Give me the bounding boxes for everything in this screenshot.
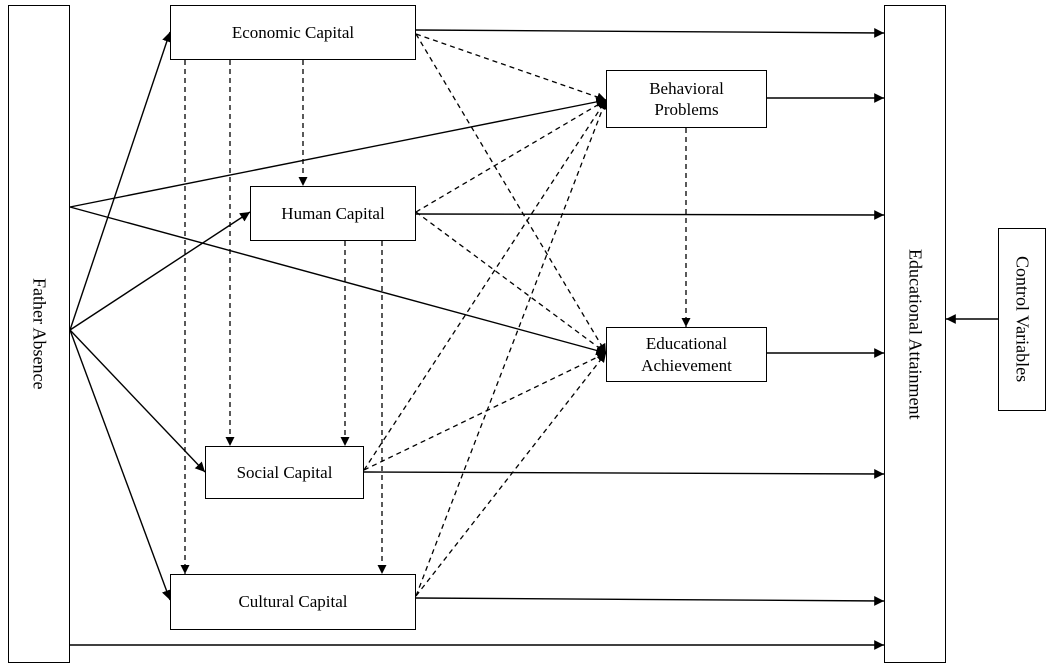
edge-father-economic <box>69 31 172 331</box>
node-control-variables: Control Variables <box>998 228 1046 411</box>
edge-human-achievement <box>415 211 607 354</box>
edge-economic-behavioral <box>415 33 607 102</box>
edge-cultural-achievement <box>415 352 607 597</box>
node-social-capital-label: Social Capital <box>236 462 333 482</box>
node-educational-achievement: Educational Achievement <box>606 327 767 382</box>
node-educational-achievement-line2: Achievement <box>641 355 732 375</box>
node-cultural-capital-label: Cultural Capital <box>238 592 348 612</box>
edge-social-behavioral <box>363 99 607 471</box>
node-social-capital: Social Capital <box>205 446 364 499</box>
edge-father-achievement <box>69 206 607 356</box>
edge-human-attainment <box>415 210 885 220</box>
node-educational-attainment: Educational Attainment <box>884 5 946 663</box>
edge-father-human <box>69 211 251 331</box>
edge-economic-attainment <box>415 28 885 38</box>
node-father-absence-label: Father Absence <box>29 278 50 390</box>
edge-father-cultural <box>69 329 172 601</box>
edge-human-behavioral <box>415 99 607 213</box>
node-economic-capital: Economic Capital <box>170 5 416 60</box>
edge-social-achievement <box>363 352 607 471</box>
edge-economic-achievement <box>415 33 607 354</box>
node-behavioral-problems: Behavioral Problems <box>606 70 767 128</box>
edge-cultural-attainment <box>415 596 885 606</box>
node-father-absence: Father Absence <box>8 5 70 663</box>
edge-cultural-behavioral <box>415 99 607 597</box>
node-economic-capital-label: Economic Capital <box>231 22 355 42</box>
node-educational-achievement-line1: Educational <box>645 334 728 354</box>
node-human-capital-label: Human Capital <box>281 203 385 223</box>
node-behavioral-problems-line2: Problems <box>654 100 719 119</box>
node-behavioral-problems-line1: Behavioral <box>649 78 724 98</box>
edge-father-behavioral <box>69 97 607 208</box>
node-educational-attainment-label: Educational Attainment <box>905 248 926 420</box>
node-human-capital: Human Capital <box>250 186 416 241</box>
edge-social-attainment <box>363 469 885 479</box>
node-cultural-capital: Cultural Capital <box>170 574 416 630</box>
edge-father-social <box>69 329 206 473</box>
node-control-variables-label: Control Variables <box>1012 256 1033 383</box>
